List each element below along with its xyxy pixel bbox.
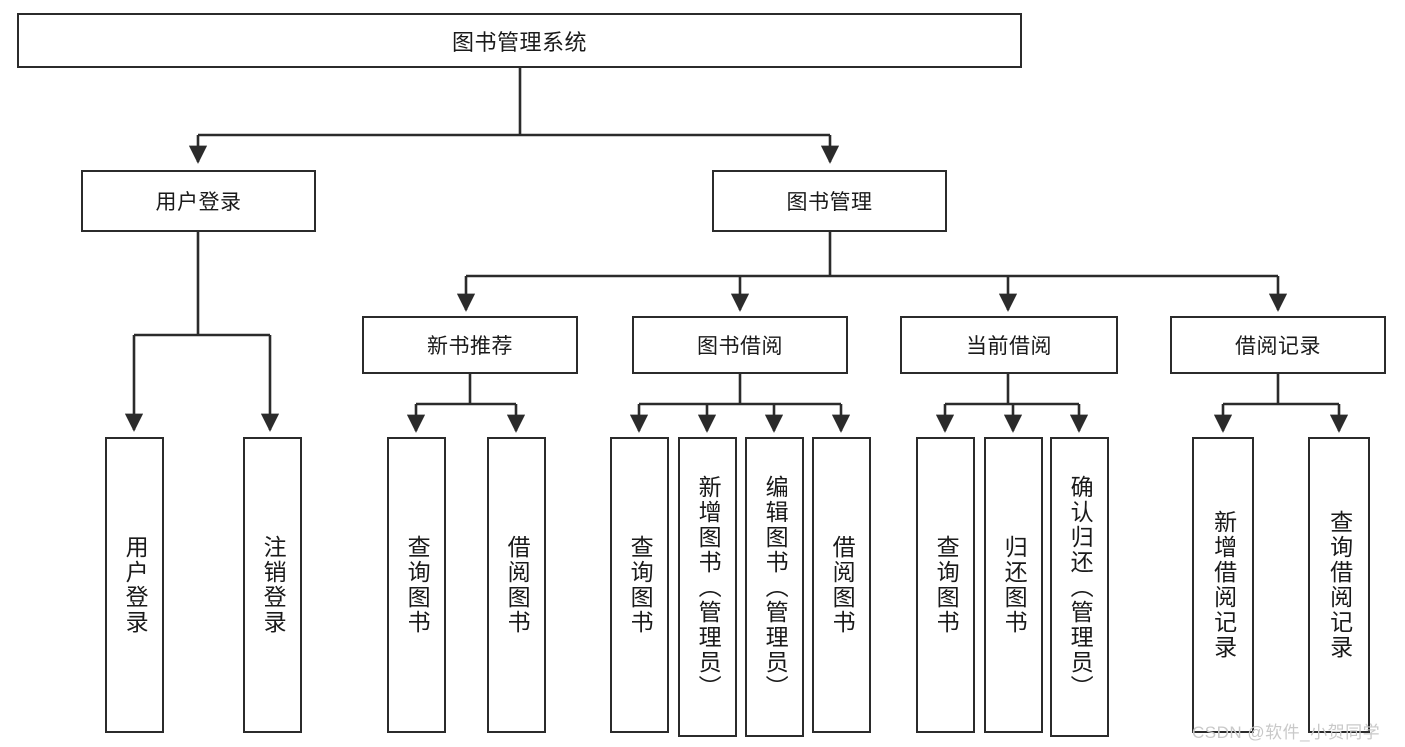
csdn-watermark: CSDN @软件_小贺同学 xyxy=(1192,723,1381,742)
leaf-label: 用户登录 xyxy=(122,535,149,635)
leaf-label: 归还图书 xyxy=(1001,535,1028,635)
node-label: 图书借阅 xyxy=(697,335,783,358)
node-root[interactable]: 图书管理系统 xyxy=(17,13,1022,68)
leaf-node[interactable]: 查询图书 xyxy=(610,437,669,733)
leaf-node[interactable]: 查询借阅记录 xyxy=(1308,437,1370,733)
leaf-label: 借阅图书 xyxy=(504,535,531,635)
node-label: 借阅记录 xyxy=(1235,335,1321,358)
node-level2-book-borrow[interactable]: 图书借阅 xyxy=(632,316,848,374)
leaf-label: 注销登录 xyxy=(260,535,287,635)
leaf-node[interactable]: 借阅图书 xyxy=(487,437,546,733)
node-label: 用户登录 xyxy=(155,191,242,214)
leaf-node[interactable]: 用户登录 xyxy=(105,437,164,733)
leaf-label: 查询图书 xyxy=(627,535,654,635)
node-label: 图书管理 xyxy=(786,191,873,214)
node-level2-borrow-record[interactable]: 借阅记录 xyxy=(1170,316,1386,374)
leaf-label: 查询借阅记录 xyxy=(1326,510,1353,660)
leaf-node[interactable]: 查询图书 xyxy=(387,437,446,733)
leaf-label: 查询图书 xyxy=(404,535,431,635)
leaf-label: 新增图书（管理员） xyxy=(695,474,722,700)
leaf-node[interactable]: 借阅图书 xyxy=(812,437,871,733)
node-level2-current-borrow[interactable]: 当前借阅 xyxy=(900,316,1118,374)
node-label: 当前借阅 xyxy=(966,335,1052,358)
leaf-label: 新增借阅记录 xyxy=(1210,510,1237,660)
node-level2-new-book-recommend[interactable]: 新书推荐 xyxy=(362,316,578,374)
leaf-node[interactable]: 确认归还（管理员） xyxy=(1050,437,1109,737)
node-level1-user-login[interactable]: 用户登录 xyxy=(81,170,316,232)
leaf-label: 借阅图书 xyxy=(829,535,856,635)
leaf-node[interactable]: 新增借阅记录 xyxy=(1192,437,1254,733)
leaf-node[interactable]: 新增图书（管理员） xyxy=(678,437,737,737)
node-level1-book-management[interactable]: 图书管理 xyxy=(712,170,947,232)
leaf-label: 确认归还（管理员） xyxy=(1067,474,1094,700)
leaf-label: 查询图书 xyxy=(933,535,960,635)
leaf-node[interactable]: 编辑图书（管理员） xyxy=(745,437,804,737)
leaf-node[interactable]: 查询图书 xyxy=(916,437,975,733)
leaf-node[interactable]: 归还图书 xyxy=(984,437,1043,733)
leaf-node[interactable]: 注销登录 xyxy=(243,437,302,733)
leaf-label: 编辑图书（管理员） xyxy=(762,474,789,700)
node-label: 新书推荐 xyxy=(427,335,513,358)
node-root-label: 图书管理系统 xyxy=(451,29,587,55)
